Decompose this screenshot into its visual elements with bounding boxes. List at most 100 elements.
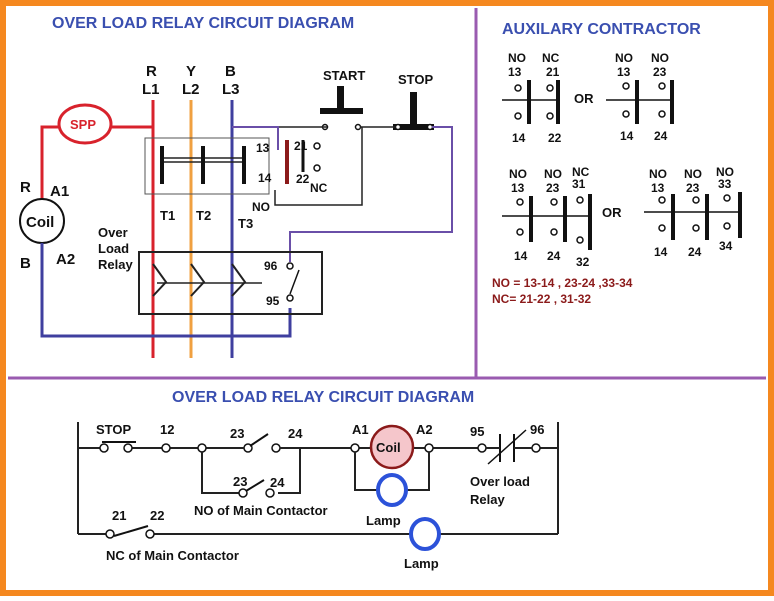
control-ladder: OVER LOAD RELAY CIRCUIT DIAGRAM STOP 12 … bbox=[77, 389, 559, 571]
power-diagram-title: OVER LOAD RELAY CIRCUIT DIAGRAM bbox=[52, 15, 354, 32]
aux-g1-22: 22 bbox=[548, 131, 562, 145]
ladder-a2: A2 bbox=[416, 422, 433, 437]
line-label-l3: L3 bbox=[222, 81, 240, 98]
ladder-hold-23: 23 bbox=[233, 474, 247, 489]
aux-g3-dot-6 bbox=[576, 236, 584, 244]
line-label-l1: L1 bbox=[142, 81, 160, 98]
ladder-olr-label-1: Over load bbox=[470, 474, 530, 489]
ladder-a2-dot bbox=[424, 443, 434, 453]
term-nc: NC bbox=[310, 181, 328, 195]
ladder-95: 95 bbox=[470, 424, 484, 439]
aux-or-1: OR bbox=[574, 91, 594, 106]
aux-g2-23: 23 bbox=[653, 65, 667, 79]
aux-g4-dot-2 bbox=[658, 224, 666, 232]
aux-g3-dot-1 bbox=[516, 198, 524, 206]
aux-g4-no-3: NO bbox=[716, 165, 734, 179]
ladder-95-dot bbox=[477, 443, 487, 453]
load-label-t3: T3 bbox=[238, 216, 253, 231]
aux-g4-dot-6 bbox=[723, 222, 731, 230]
aux-g3-23: 23 bbox=[546, 181, 560, 195]
ladder-21: 21 bbox=[112, 508, 126, 523]
start-right-dot bbox=[354, 123, 362, 131]
ladder-stop-label: STOP bbox=[96, 422, 131, 437]
aux-g3-nc: NC bbox=[572, 165, 590, 179]
start-button-bar bbox=[320, 108, 363, 114]
ladder-12-dot bbox=[161, 443, 171, 453]
ladder-lamp2 bbox=[409, 517, 441, 551]
ladder-coil bbox=[369, 424, 415, 470]
ladder-hold-wire-r bbox=[278, 448, 301, 494]
stop-label: STOP bbox=[398, 72, 433, 87]
ladder-a1: A1 bbox=[352, 422, 369, 437]
aux-g3-31: 31 bbox=[572, 177, 586, 191]
olr-term-95: 95 bbox=[266, 294, 280, 308]
aux-g3-no-1: NO bbox=[509, 167, 527, 181]
aux-g1-dot-4 bbox=[546, 112, 554, 120]
aux-g3-13: 13 bbox=[511, 181, 525, 195]
aux-g4-23: 23 bbox=[686, 181, 700, 195]
coil-a1-label: A1 bbox=[50, 183, 69, 200]
ladder-24-dot bbox=[271, 443, 281, 453]
aux-note-no: NO = 13-14 , 23-24 ,33-34 bbox=[492, 276, 633, 290]
aux-g3-dot-3 bbox=[550, 198, 558, 206]
aux-g4-33: 33 bbox=[718, 177, 732, 191]
control-wire-stop-out bbox=[289, 126, 453, 262]
load-label-t1: T1 bbox=[160, 208, 175, 223]
stop-right-dot bbox=[426, 123, 434, 131]
overload-relay-box bbox=[138, 251, 323, 315]
spp-device bbox=[57, 103, 113, 145]
ladder-22-dot bbox=[145, 529, 155, 539]
aux-g3-dot-4 bbox=[550, 228, 558, 236]
ladder-hold-dot-1 bbox=[238, 488, 248, 498]
aux-g3-32: 32 bbox=[576, 255, 590, 269]
ladder-21-dot bbox=[105, 529, 115, 539]
coil-b-label: B bbox=[20, 255, 31, 272]
aux-g2-dot-2 bbox=[622, 110, 630, 118]
aux-g2-dot-1 bbox=[622, 82, 630, 90]
coil-label: Coil bbox=[26, 214, 54, 231]
spp-wire-left bbox=[40, 125, 60, 205]
olr-96-dot bbox=[286, 262, 294, 270]
spp-label: SPP bbox=[70, 117, 96, 132]
ladder-hold-24: 24 bbox=[270, 475, 285, 490]
aux-g4-dot-5 bbox=[723, 194, 731, 202]
aux-g4-dot-1 bbox=[658, 196, 666, 204]
ladder-hold-wire bbox=[201, 452, 240, 494]
ladder-lamp1-label: Lamp bbox=[366, 513, 401, 528]
ladder-22: 22 bbox=[150, 508, 164, 523]
ladder-olr-label-2: Relay bbox=[470, 492, 505, 507]
ladder-lamp1 bbox=[376, 473, 408, 507]
main-contactor-box bbox=[144, 137, 270, 195]
load-label-t2: T2 bbox=[196, 208, 211, 223]
olr-label-1: Over bbox=[98, 225, 128, 240]
olr-label-2: Load bbox=[98, 241, 129, 256]
aux-g1-14: 14 bbox=[512, 131, 526, 145]
aux-g1-nc: NC bbox=[542, 51, 560, 65]
ladder-96: 96 bbox=[530, 422, 544, 437]
aux-g2-dot-4 bbox=[658, 110, 666, 118]
aux-g2-no-1: NO bbox=[615, 51, 633, 65]
ladder-olr-slash bbox=[487, 429, 527, 465]
power-diagram: OVER LOAD RELAY CIRCUIT DIAGRAM R Y B L1… bbox=[19, 15, 453, 358]
stop-button-bar bbox=[393, 124, 434, 130]
ladder-start-blade bbox=[249, 433, 269, 447]
phase-letter-b: B bbox=[225, 63, 236, 80]
aux-or-2: OR bbox=[602, 205, 622, 220]
ladder-hold-blade bbox=[245, 479, 265, 492]
coil-a2-label: A2 bbox=[56, 251, 75, 268]
ladder-96-dot bbox=[531, 443, 541, 453]
olr-element-3 bbox=[231, 263, 247, 297]
aux-g4-13: 13 bbox=[651, 181, 665, 195]
aux-g4-24: 24 bbox=[688, 245, 702, 259]
aux-g3-dot-2 bbox=[516, 228, 524, 236]
ladder-stop-dot-2 bbox=[123, 443, 133, 453]
aux-g1-dot-2 bbox=[514, 112, 522, 120]
olr-element-2 bbox=[190, 263, 206, 297]
aux-g1-21: 21 bbox=[546, 65, 560, 79]
ladder-lamp2-label: Lamp bbox=[404, 556, 439, 571]
ladder-no-main-label: NO of Main Contactor bbox=[194, 503, 328, 518]
ladder-nc-main-label: NC of Main Contactor bbox=[106, 548, 239, 563]
coil-return-wire bbox=[40, 243, 292, 338]
